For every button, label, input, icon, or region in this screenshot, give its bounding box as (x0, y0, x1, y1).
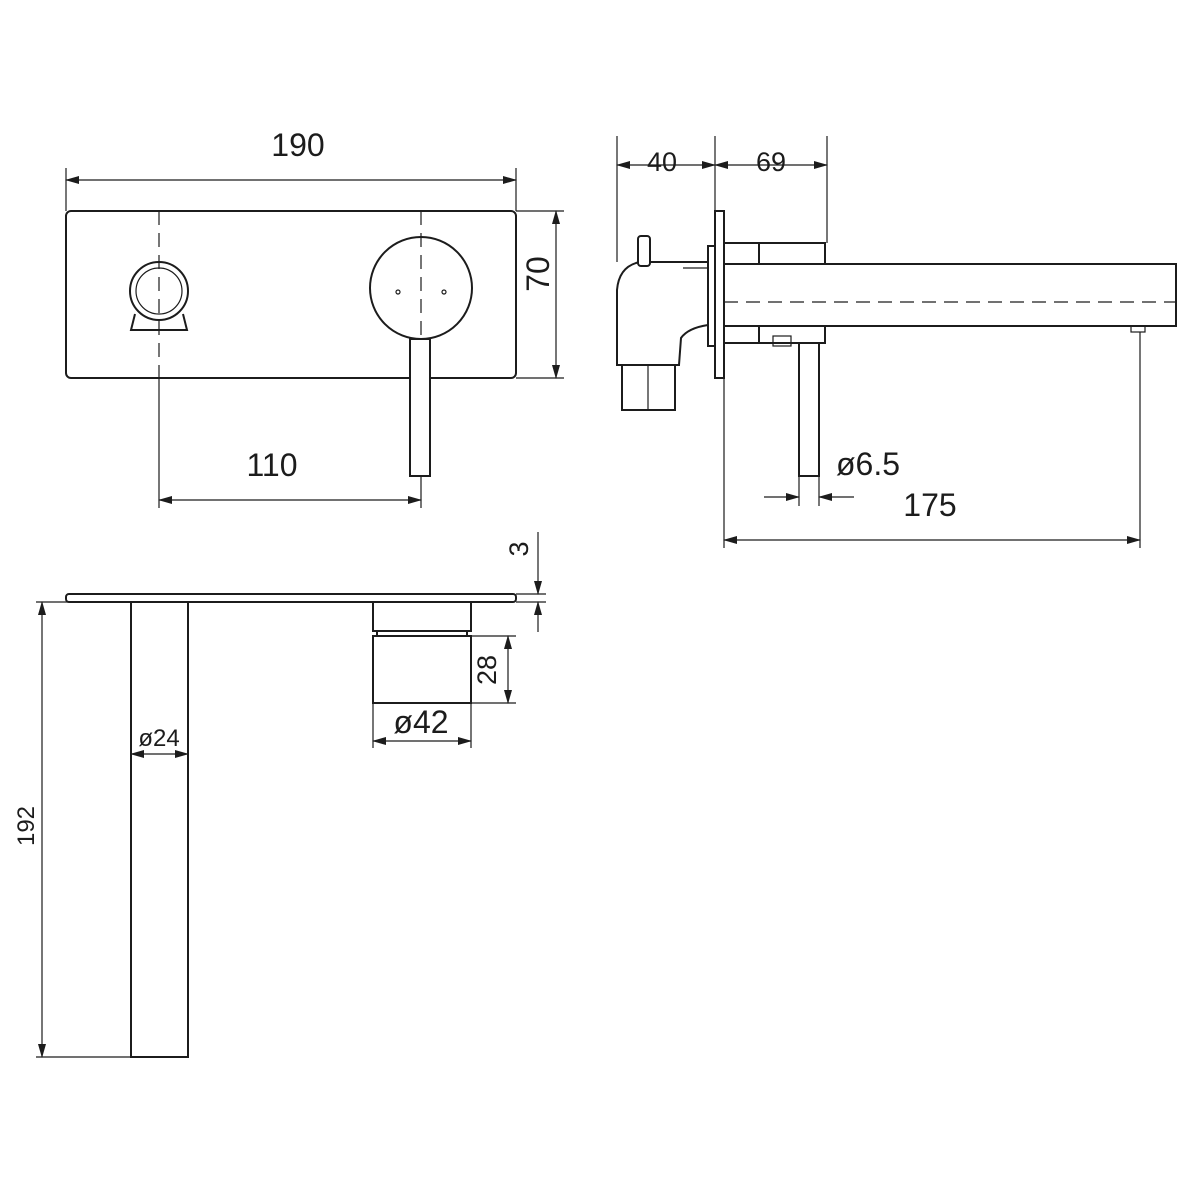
mixer-stem (637, 235, 651, 267)
front-view: 190 70 110 (65, 127, 564, 508)
side-view: 40 69 ø6.5 175 (616, 136, 1177, 548)
mixer-body (616, 261, 709, 366)
spout-outlet-inner (135, 267, 183, 315)
dim-plate-height: 70 (520, 256, 556, 292)
handle-lever (409, 338, 431, 477)
dim-plate-width: 190 (271, 127, 324, 163)
dim-mixer-height: 28 (472, 655, 502, 685)
wall-plate-edge (714, 210, 725, 379)
dim-body-diameter: ø24 (138, 725, 179, 752)
dim-spout-offset: 110 (246, 447, 297, 483)
spout-side (723, 263, 1177, 327)
spout-aerator (1130, 325, 1146, 333)
dim-plate-thickness: 3 (504, 541, 534, 556)
body-plan (130, 601, 189, 1058)
plan-view: 3 28 ø42 ø24 192 (13, 532, 546, 1058)
dim-plate-to-spout: 69 (756, 147, 786, 177)
handle-plan (372, 601, 472, 632)
wall-plate-side (707, 245, 716, 347)
handle-lever-side (798, 342, 820, 477)
dim-spout-length: 175 (903, 487, 956, 523)
mixer-plan (372, 635, 472, 704)
handle-screw-left (395, 289, 401, 295)
handle-screw-right (441, 289, 447, 295)
dim-body-depth: 40 (647, 147, 677, 177)
spout-collar (129, 313, 189, 331)
dim-mixer-diameter: ø42 (393, 704, 448, 740)
wall-plate (65, 210, 517, 379)
dim-handle-diameter: ø6.5 (836, 446, 900, 482)
wall-plate-plan (65, 593, 517, 603)
dim-body-length: 192 (13, 806, 40, 846)
spout-outlet (129, 261, 189, 321)
